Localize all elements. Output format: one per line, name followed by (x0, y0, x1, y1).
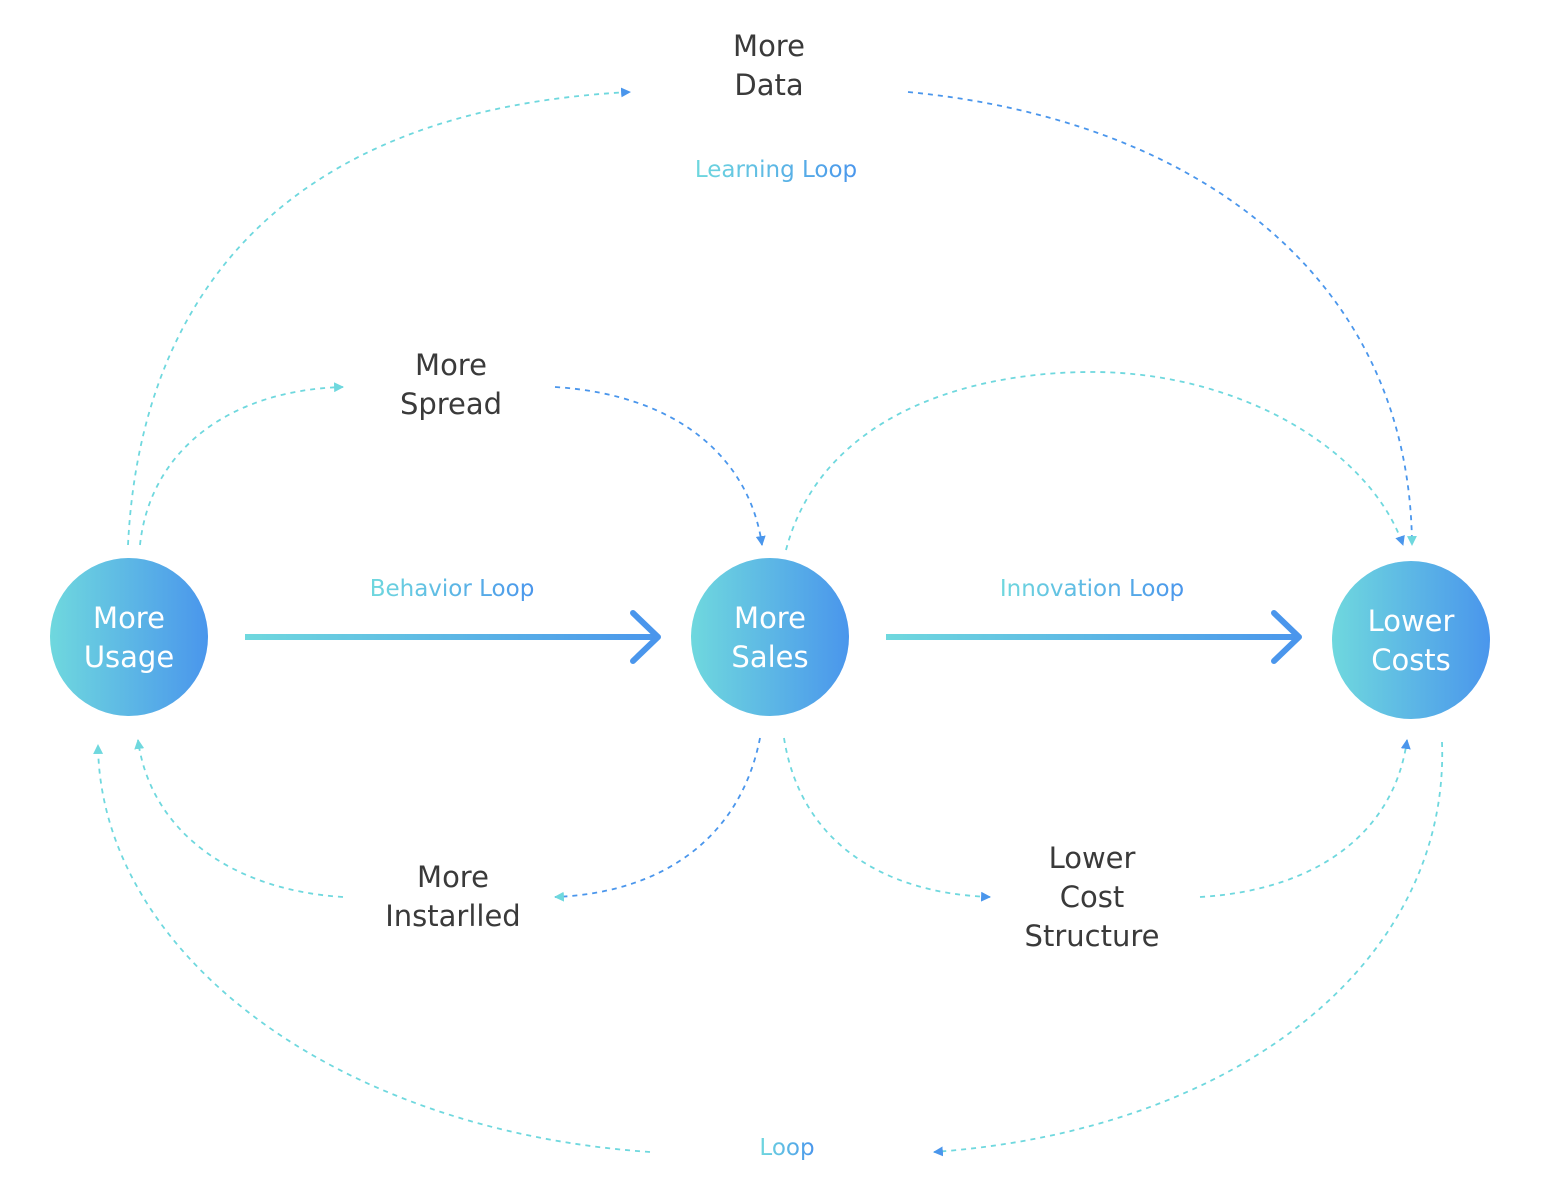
label-more-spread-line1: More (415, 348, 487, 382)
node-more-usage-line2: Usage (84, 640, 174, 674)
node-more-sales-line2: Sales (731, 640, 808, 674)
spread-arc-left (139, 382, 344, 546)
label-lower-cost-structure-line2: Cost (1060, 880, 1124, 914)
node-more-usage-line1: More (93, 601, 165, 635)
node-lower-costs-line2: Costs (1371, 643, 1451, 677)
label-lower-cost-structure-line3: Structure (1025, 919, 1160, 953)
label-more-installed: More Instarlled (385, 860, 520, 933)
behavior-arrow (245, 610, 661, 664)
label-lower-cost-structure: Lower Cost Structure (1025, 841, 1160, 953)
learning-loop-label: Learning Loop (695, 157, 857, 183)
bottom-loop-arc-left (93, 744, 651, 1153)
node-more-usage: More Usage (50, 558, 208, 716)
label-more-installed-line1: More (417, 860, 489, 894)
node-lower-costs: Lower Costs (1332, 561, 1490, 719)
label-more-installed-line2: Instarlled (385, 899, 520, 933)
installed-arc-left (134, 739, 344, 898)
learning-loop-arc-left (127, 87, 631, 546)
node-more-sales-line1: More (734, 601, 806, 635)
node-more-sales: More Sales (691, 558, 849, 716)
label-more-spread-line2: Spread (400, 387, 502, 421)
label-more-spread: More Spread (400, 348, 502, 421)
label-more-data: More Data (733, 29, 805, 102)
spread-arc-right (554, 386, 766, 546)
cost-structure-arc-left (783, 737, 991, 902)
node-lower-costs-line1: Lower (1368, 604, 1455, 638)
innovation-arc-top (785, 371, 1405, 551)
label-lower-cost-structure-line1: Lower (1049, 841, 1136, 875)
learning-loop-arc-right (907, 91, 1417, 546)
behavior-loop-label: Behavior Loop (370, 576, 535, 602)
bottom-loop-label: Loop (759, 1135, 814, 1161)
innovation-arrow (886, 610, 1302, 664)
installed-arc-right (554, 737, 761, 902)
innovation-loop-label: Innovation Loop (1000, 576, 1184, 602)
label-more-data-line2: Data (734, 68, 803, 102)
bottom-loop-arc-right (933, 741, 1443, 1157)
label-more-data-line1: More (733, 29, 805, 63)
cost-structure-arc-right (1199, 739, 1411, 898)
